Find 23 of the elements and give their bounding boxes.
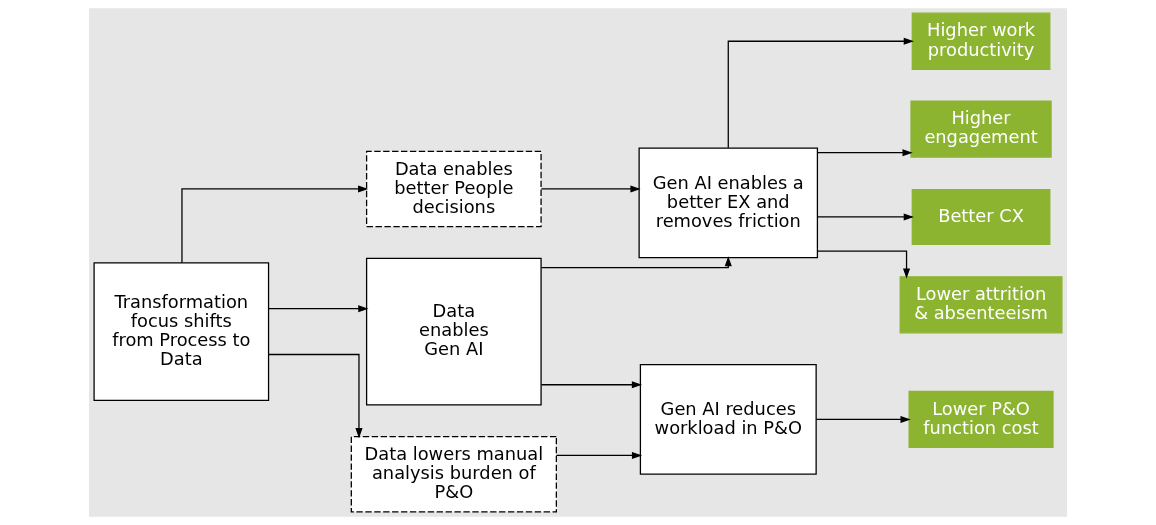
node-box: Higher engagement (910, 100, 1052, 158)
arrow (815, 415, 911, 424)
arrow (540, 381, 643, 389)
arrow (540, 185, 641, 193)
node-box: Better CX (911, 188, 1051, 245)
node-box: Gen AI enables a better EX and removes friction (638, 147, 819, 259)
arrow (817, 250, 911, 279)
arrow (267, 353, 363, 439)
arrow (727, 37, 914, 149)
arrow (817, 213, 914, 221)
arrow (555, 451, 643, 459)
node-box: Data lowers manual analysis burden of P&O (350, 436, 557, 513)
arrow (181, 185, 369, 264)
node-box: Higher work productivity (911, 12, 1051, 70)
arrow (540, 256, 732, 269)
arrow (268, 305, 369, 313)
node-box: Lower P&O function cost (908, 390, 1054, 449)
node-box: Gen AI reduces workload in P&O (639, 364, 817, 475)
arrow (817, 149, 913, 157)
node-box: Lower attrition & absenteeism (899, 276, 1063, 334)
node-box: Transformation focus shifts from Process to Data (93, 262, 270, 401)
node-box: Data enables Gen AI (365, 257, 542, 406)
node-box: Data enables better People decisions (365, 150, 542, 228)
